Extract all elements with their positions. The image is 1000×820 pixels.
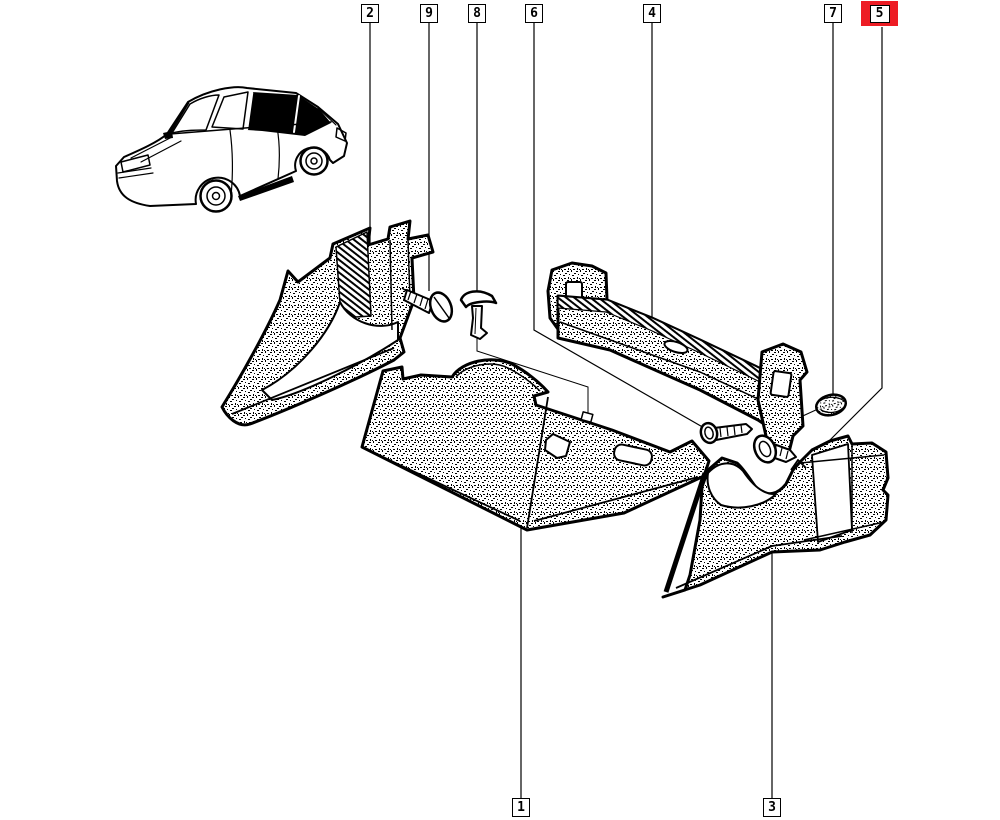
leader-lines [369, 23, 883, 798]
car-front-wheel-rim [206, 186, 226, 206]
part-2-bottom-band [231, 347, 395, 415]
part-9-screw-rivet [403, 289, 454, 323]
car-headlight [120, 154, 151, 173]
car-front-wheel-hub [211, 191, 221, 201]
car-bpillar-gap [245, 91, 254, 131]
car-windshield [171, 94, 220, 134]
car-hood-crease [130, 136, 182, 163]
part-8-stem-lines [474, 307, 477, 335]
car-cpillar-gap [293, 95, 300, 133]
part-1-slot-hole [613, 443, 653, 467]
part-1-body [360, 358, 711, 532]
car-trunk-crease [317, 107, 337, 126]
part-2-scoop-highlight [261, 301, 399, 401]
part-6-head [704, 426, 714, 440]
part-9-threads [407, 290, 429, 310]
part-7-clip [814, 393, 848, 417]
part-3-bottom-band [675, 535, 843, 589]
part-4-slot-hole [663, 339, 689, 355]
car-front-wheel [199, 179, 233, 213]
part-1-floor-trim-panel [360, 358, 711, 532]
car-rear-wheel [299, 146, 329, 176]
part-1-hump-inner [455, 363, 541, 392]
part-2-back-hatch [335, 231, 372, 319]
part-1-bottom-band [371, 451, 699, 522]
part-8-cap [459, 290, 498, 309]
part-9-head-slot [433, 296, 450, 319]
callout-box-7[interactable]: 7 [824, 4, 842, 23]
part-1-clip-hole [580, 411, 594, 423]
part-3-screw-notch [790, 459, 807, 471]
part-2-left-side-trim-panel [220, 219, 435, 427]
part-6-shaft [713, 423, 753, 441]
car-door-line-1 [229, 129, 233, 197]
car-door-line-2 [276, 126, 280, 180]
part-5-head [758, 440, 772, 458]
part-3-box-lines [799, 444, 885, 541]
part-4-rear-panel-trim [546, 261, 809, 454]
car-grille-lines [117, 167, 154, 179]
part-3-scoop-highlight [706, 462, 777, 509]
part-6-threads [719, 424, 743, 438]
callout-box-9[interactable]: 9 [420, 4, 438, 23]
car-rear-wheel-rim [305, 152, 323, 170]
callout-box-2[interactable]: 2 [361, 4, 379, 23]
car-rear-wheel-hub [310, 157, 318, 165]
part-8-stem [470, 305, 488, 340]
part-7-body [814, 393, 848, 417]
car-apillar-shade [168, 101, 190, 135]
leader-5 [827, 27, 883, 443]
part-5-screw-with-washer [752, 434, 797, 464]
car-rocker-stripe [238, 176, 294, 201]
part-1-bracket [544, 433, 571, 459]
car-beltline [169, 121, 332, 135]
part-1-fold-line [526, 396, 549, 529]
part-7-detail [819, 396, 845, 414]
callout-box-1[interactable]: 1 [512, 798, 530, 817]
part-4-right-bracket [756, 342, 809, 454]
callout-box-4[interactable]: 4 [643, 4, 661, 23]
part-3-right-side-trim-panel [661, 434, 890, 599]
part-3-left-edge-band [663, 472, 708, 593]
part-6-screw [699, 421, 753, 445]
callout-box-6[interactable]: 6 [525, 4, 543, 23]
callout-box-8[interactable]: 8 [468, 4, 486, 23]
callout-box-3[interactable]: 3 [763, 798, 781, 817]
leader-6 [533, 23, 707, 430]
car-thumbnail-icon [115, 86, 348, 213]
callout-box-5-highlighted[interactable]: 5 [861, 1, 898, 26]
car-taillight [335, 127, 347, 142]
car-rear-glass-shadow [247, 92, 331, 136]
callout-box-5[interactable]: 5 [869, 4, 890, 23]
part-8-clip [459, 290, 498, 340]
part-4-right-bracket-hole [769, 370, 793, 398]
leader-clip8-to-panel1 [476, 337, 589, 421]
